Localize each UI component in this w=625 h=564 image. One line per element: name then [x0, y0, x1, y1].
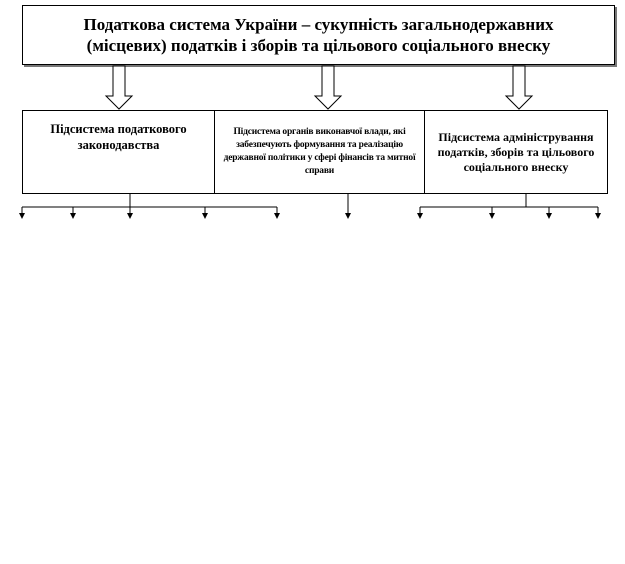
arrowheads-executive — [345, 213, 351, 219]
arrowhead — [489, 213, 495, 219]
block-arrow-center — [313, 65, 343, 110]
tax-system-title: Податкова система України – сукупність з… — [83, 15, 554, 55]
block-arrow-right — [504, 65, 534, 110]
arrowhead — [345, 213, 351, 219]
arrowhead — [417, 213, 423, 219]
branch-administration — [419, 194, 599, 214]
subsystem-administration-label: Підсистема адміністрування податків, збо… — [437, 129, 595, 174]
arrowhead — [70, 213, 76, 219]
arrowhead — [127, 213, 133, 219]
arrowheads-administration — [417, 213, 601, 219]
subsystem-executive-box: Підсистема органів виконавчої влади, які… — [214, 110, 425, 194]
arrowhead — [202, 213, 208, 219]
arrowheads-legislation — [19, 213, 280, 219]
arrowhead — [546, 213, 552, 219]
arrowhead — [19, 213, 25, 219]
arrowhead — [595, 213, 601, 219]
subsystem-executive-label: Підсистема органів виконавчої влади, які… — [223, 127, 416, 176]
branch-legislation — [21, 194, 278, 214]
block-arrow-left — [104, 65, 134, 110]
subsystem-legislation-label: Підсистема податкового законодавства — [50, 122, 187, 152]
subsystem-administration-box: Підсистема адміністрування податків, збо… — [424, 110, 608, 194]
tax-system-title-box: Податкова система України – сукупність з… — [22, 5, 615, 65]
arrowhead — [274, 213, 280, 219]
block-arrows — [104, 65, 534, 110]
